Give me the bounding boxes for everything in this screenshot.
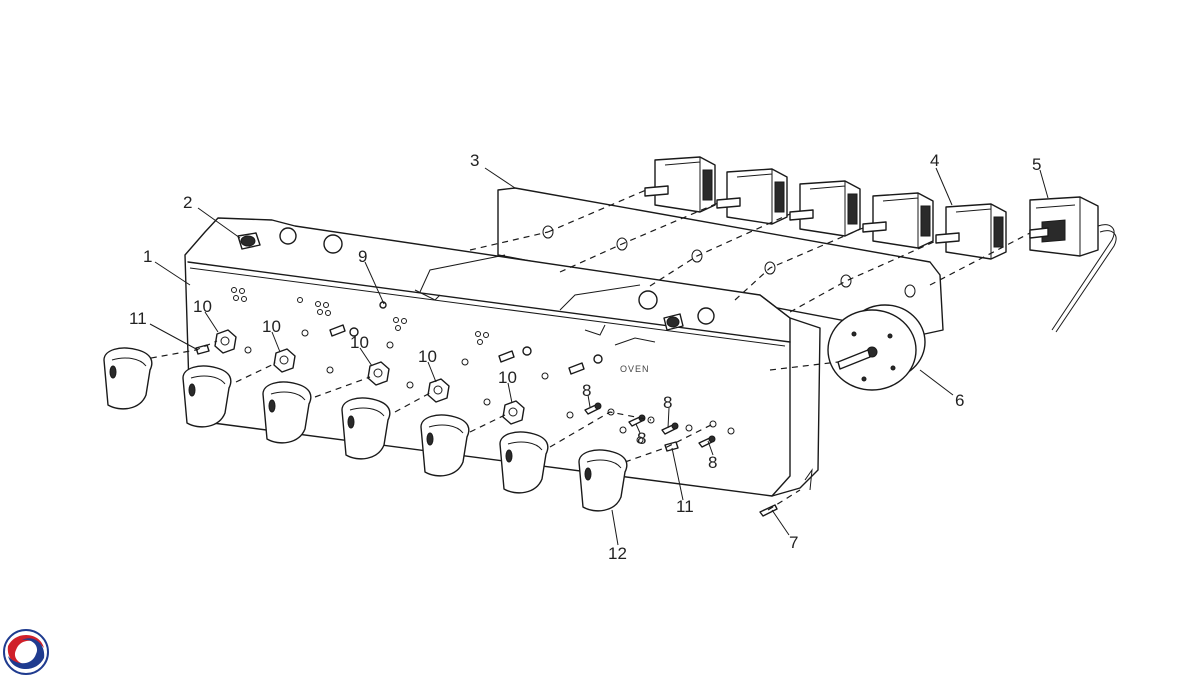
callout-1: 1 bbox=[143, 247, 152, 266]
control-knob-row bbox=[103, 347, 628, 512]
callout-3: 3 bbox=[470, 151, 479, 170]
assembly-guide-lines bbox=[139, 189, 1031, 511]
hex-nut bbox=[214, 329, 237, 354]
callout-10c: 10 bbox=[350, 333, 369, 352]
control-knob bbox=[182, 365, 232, 428]
callout-labels: 1 2 3 4 5 6 7 8 8 8 8 9 10 10 10 10 10 1… bbox=[129, 151, 1041, 563]
callout-10d: 10 bbox=[418, 347, 437, 366]
indicator-lamp bbox=[237, 232, 684, 331]
nut-row bbox=[214, 329, 525, 425]
control-knob bbox=[341, 397, 391, 460]
timer-unit bbox=[827, 304, 926, 391]
panel-oven-label: OVEN bbox=[620, 364, 650, 374]
callout-8b: 8 bbox=[637, 429, 646, 448]
callout-8d: 8 bbox=[708, 453, 717, 472]
rotary-switch bbox=[716, 168, 788, 225]
callout-11a: 11 bbox=[129, 309, 147, 328]
callout-10a: 10 bbox=[193, 297, 212, 316]
callout-10e: 10 bbox=[498, 368, 517, 387]
panel-holes bbox=[231, 287, 735, 444]
panel-studs bbox=[329, 254, 656, 375]
callout-6: 6 bbox=[955, 391, 964, 410]
control-knob bbox=[499, 431, 549, 494]
rotary-switch bbox=[935, 203, 1007, 260]
hex-nut bbox=[427, 378, 450, 403]
rotary-switch-row bbox=[644, 156, 1007, 260]
callout-11b: 11 bbox=[676, 497, 694, 516]
callout-12: 12 bbox=[608, 544, 627, 563]
brand-swirl-icon bbox=[3, 629, 49, 675]
callout-4: 4 bbox=[930, 151, 939, 170]
callout-8a: 8 bbox=[582, 381, 591, 400]
callout-10b: 10 bbox=[262, 317, 281, 336]
hex-nut bbox=[502, 400, 525, 425]
thermostat bbox=[1029, 196, 1117, 333]
callout-2: 2 bbox=[183, 193, 192, 212]
callout-9: 9 bbox=[358, 247, 367, 266]
callout-7: 7 bbox=[789, 533, 798, 552]
control-knob bbox=[262, 381, 312, 444]
hex-nut bbox=[273, 348, 296, 373]
control-knob bbox=[103, 347, 153, 410]
control-knob bbox=[420, 414, 470, 477]
screws bbox=[195, 344, 778, 517]
rotary-switch bbox=[862, 192, 934, 249]
callout-5: 5 bbox=[1032, 155, 1041, 174]
callout-8c: 8 bbox=[663, 393, 672, 412]
logo-red-swirl bbox=[7, 634, 44, 666]
logo-blue-swirl bbox=[8, 638, 45, 670]
callout-leaders bbox=[149, 167, 1049, 546]
control-knob bbox=[578, 449, 628, 512]
rotary-switch bbox=[644, 156, 716, 213]
rotary-switch bbox=[789, 180, 861, 237]
